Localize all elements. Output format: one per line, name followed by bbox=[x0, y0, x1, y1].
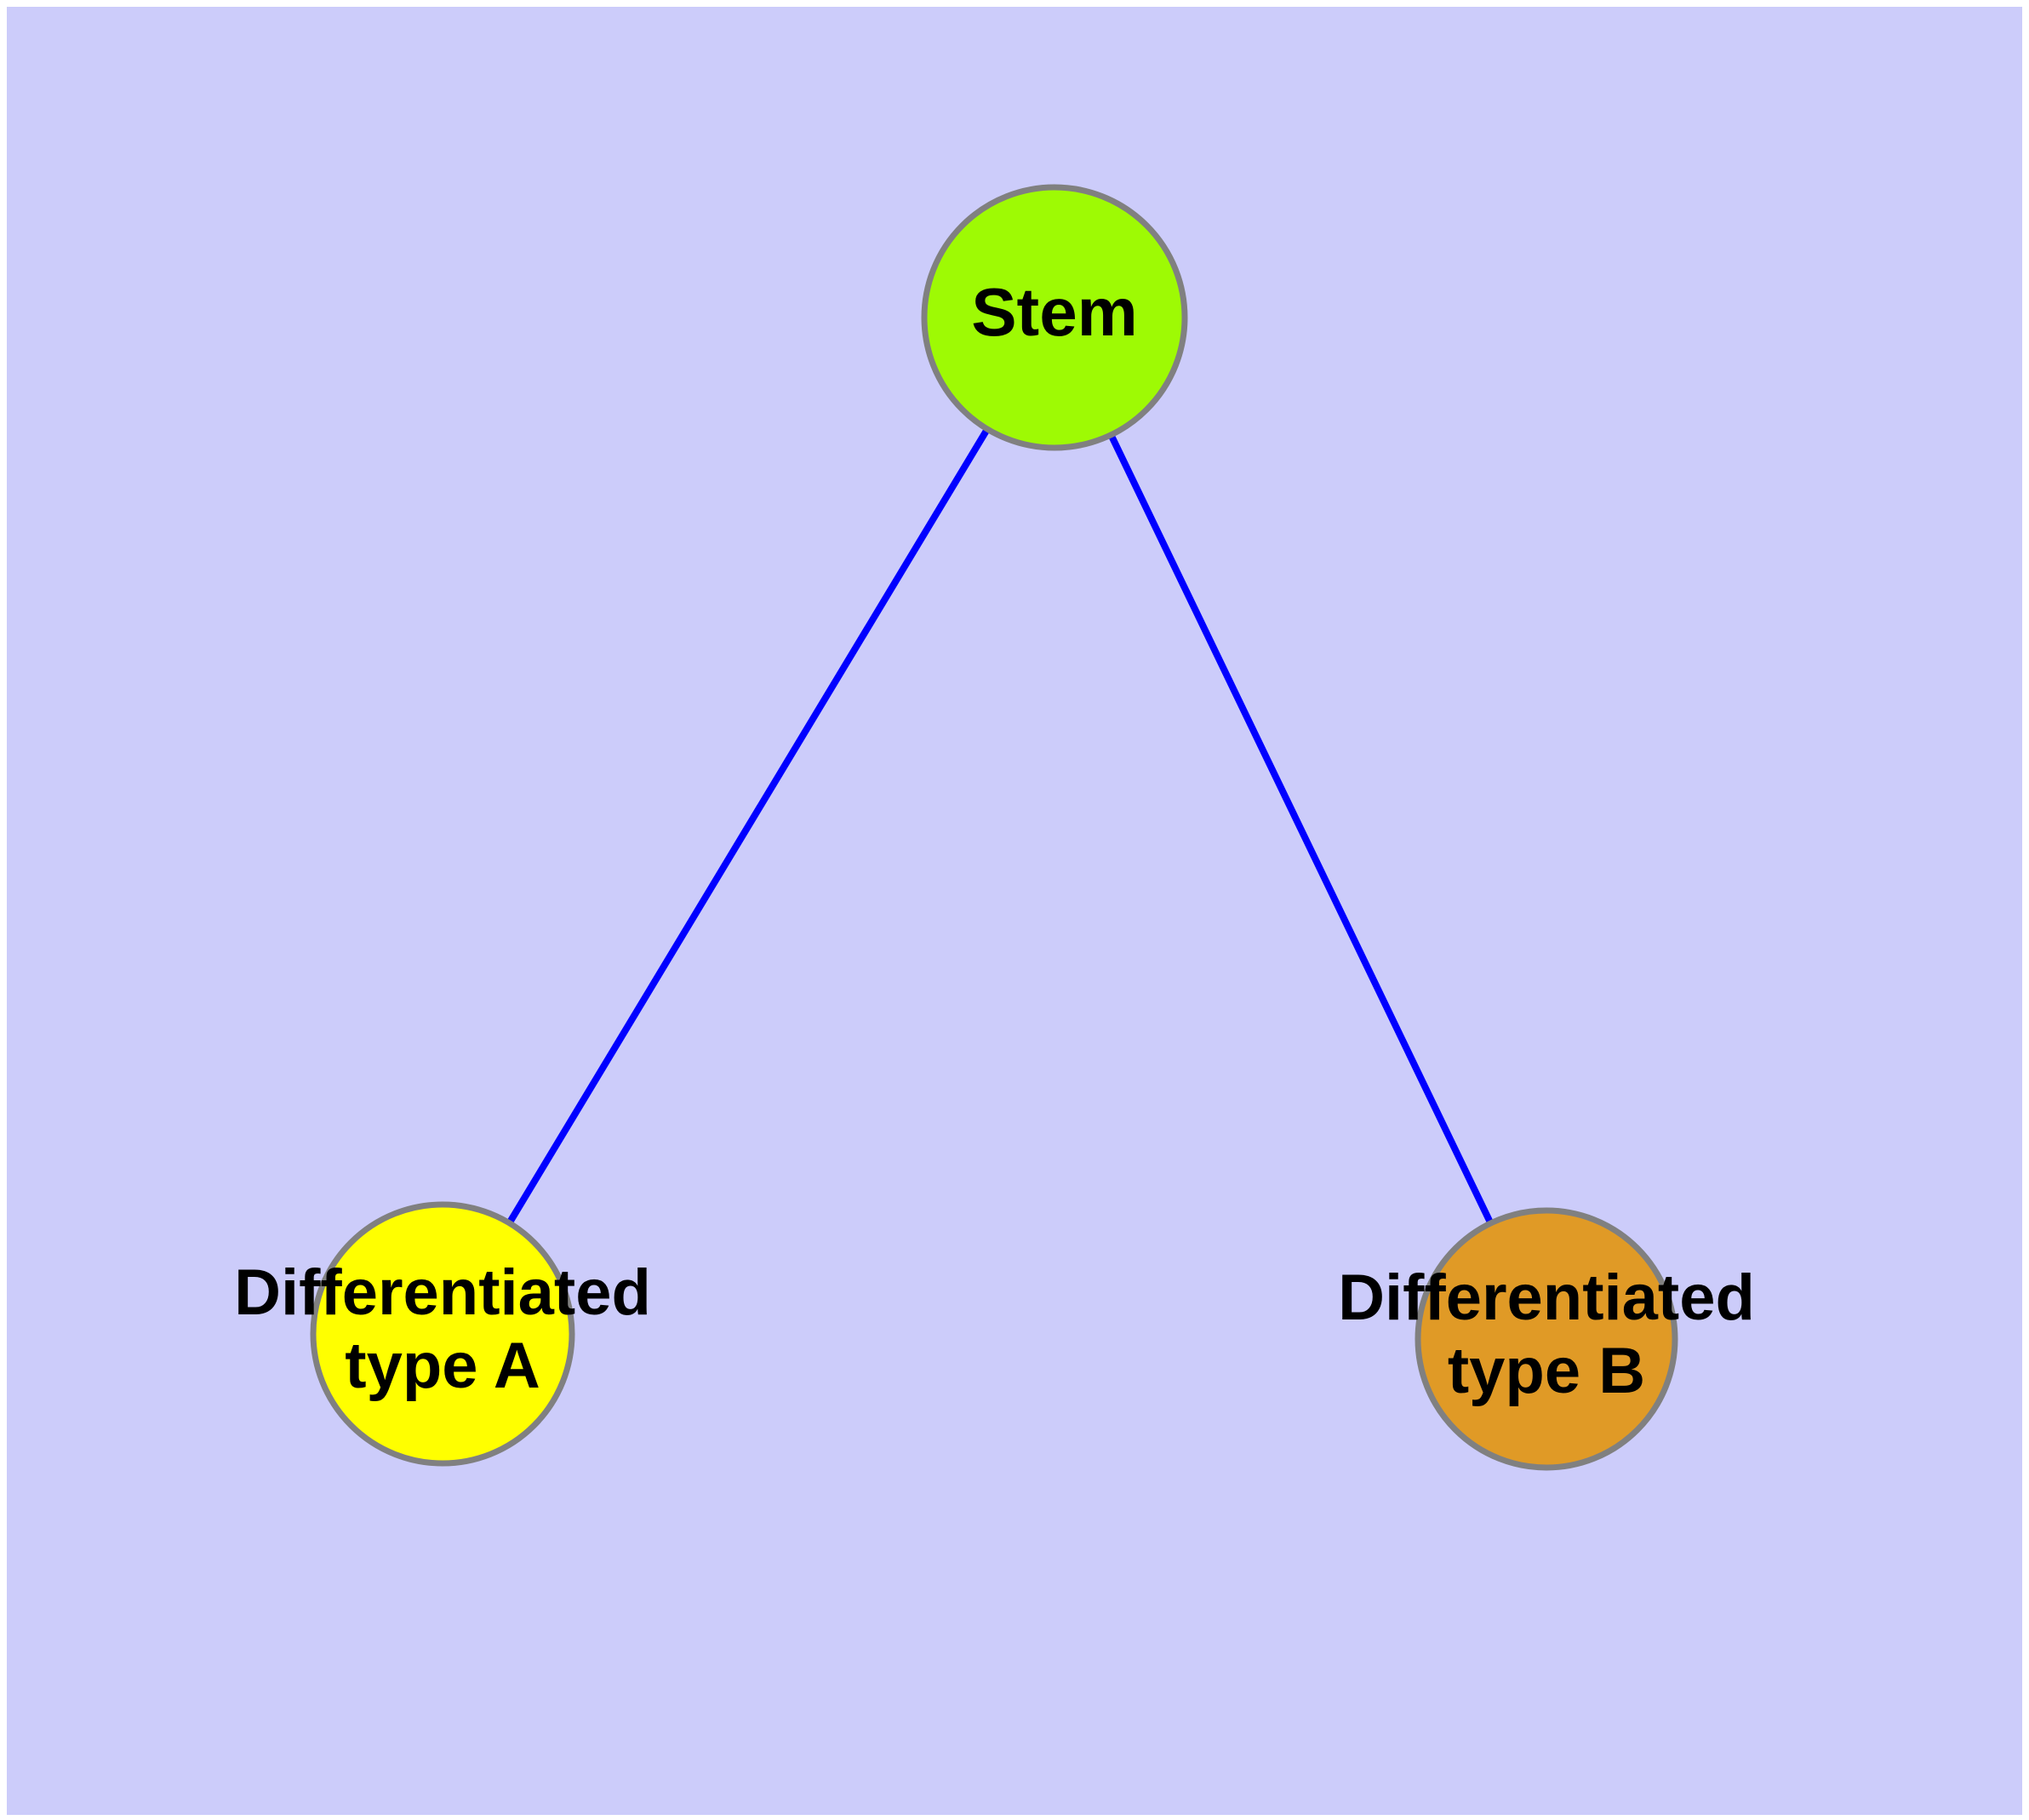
graph-edge bbox=[505, 426, 992, 1227]
label-line: type B bbox=[1448, 1335, 1645, 1407]
label-line: Stem bbox=[971, 274, 1138, 350]
graph-node-diff_a[interactable] bbox=[310, 1201, 575, 1467]
graph-node-stem[interactable] bbox=[921, 184, 1188, 451]
edge-layer bbox=[505, 426, 1495, 1227]
label-line: Differentiated bbox=[234, 1256, 651, 1329]
label-line: Differentiated bbox=[1338, 1262, 1755, 1334]
node-layer bbox=[310, 184, 1678, 1471]
graph-node-label-stem: Stem bbox=[971, 274, 1138, 350]
graph-edge bbox=[1106, 432, 1495, 1227]
graph-node-diff_b[interactable] bbox=[1415, 1207, 1678, 1471]
label-line: type A bbox=[345, 1330, 540, 1402]
